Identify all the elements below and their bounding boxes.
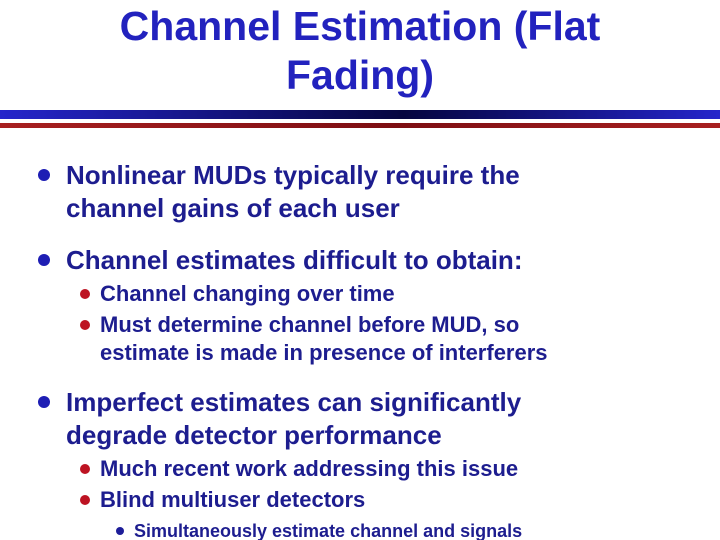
bullet-icon: [80, 320, 90, 330]
bullet-item: Blind multiuser detectors: [0, 486, 720, 514]
bullet-text: Imperfect estimates can significantly de…: [66, 387, 522, 450]
slide-title: Channel Estimation (Flat Fading): [0, 2, 720, 100]
slide-title-line2: Fading): [285, 52, 435, 99]
separator-blue-line: [0, 110, 720, 119]
bullet-list: Nonlinear MUDs typically require the cha…: [0, 140, 720, 540]
bullet-icon: [38, 396, 50, 408]
bullet-icon: [80, 495, 90, 505]
bullet-item: Channel estimates difficult to obtain:: [0, 244, 720, 277]
bullet-icon: [80, 464, 90, 474]
bullet-item: Channel changing over time: [0, 280, 720, 308]
bullet-text: Channel estimates difficult to obtain:: [66, 245, 523, 275]
bullet-text: Blind multiuser detectors: [100, 487, 366, 512]
bullet-text: Must determine channel before MUD, so es…: [100, 312, 548, 365]
bullet-icon: [38, 169, 50, 181]
bullet-item: Nonlinear MUDs typically require the cha…: [0, 159, 720, 225]
title-separator: [0, 110, 720, 128]
separator-red-line: [0, 123, 720, 128]
bullet-icon: [80, 289, 90, 299]
slide-title-line1: Channel Estimation (Flat: [119, 3, 601, 49]
bullet-item: Imperfect estimates can significantly de…: [0, 386, 720, 452]
bullet-icon: [38, 254, 50, 266]
bullet-text: Channel changing over time: [100, 281, 395, 306]
bullet-item: Much recent work addressing this issue: [0, 455, 720, 483]
bullet-icon: [116, 527, 124, 535]
bullet-text: Nonlinear MUDs typically require the cha…: [66, 160, 520, 223]
bullet-item: Simultaneously estimate channel and sign…: [0, 519, 720, 540]
bullet-text: Much recent work addressing this issue: [100, 456, 519, 481]
bullet-item: Must determine channel before MUD, so es…: [0, 311, 720, 367]
bullet-text: Simultaneously estimate channel and sign…: [134, 521, 523, 540]
